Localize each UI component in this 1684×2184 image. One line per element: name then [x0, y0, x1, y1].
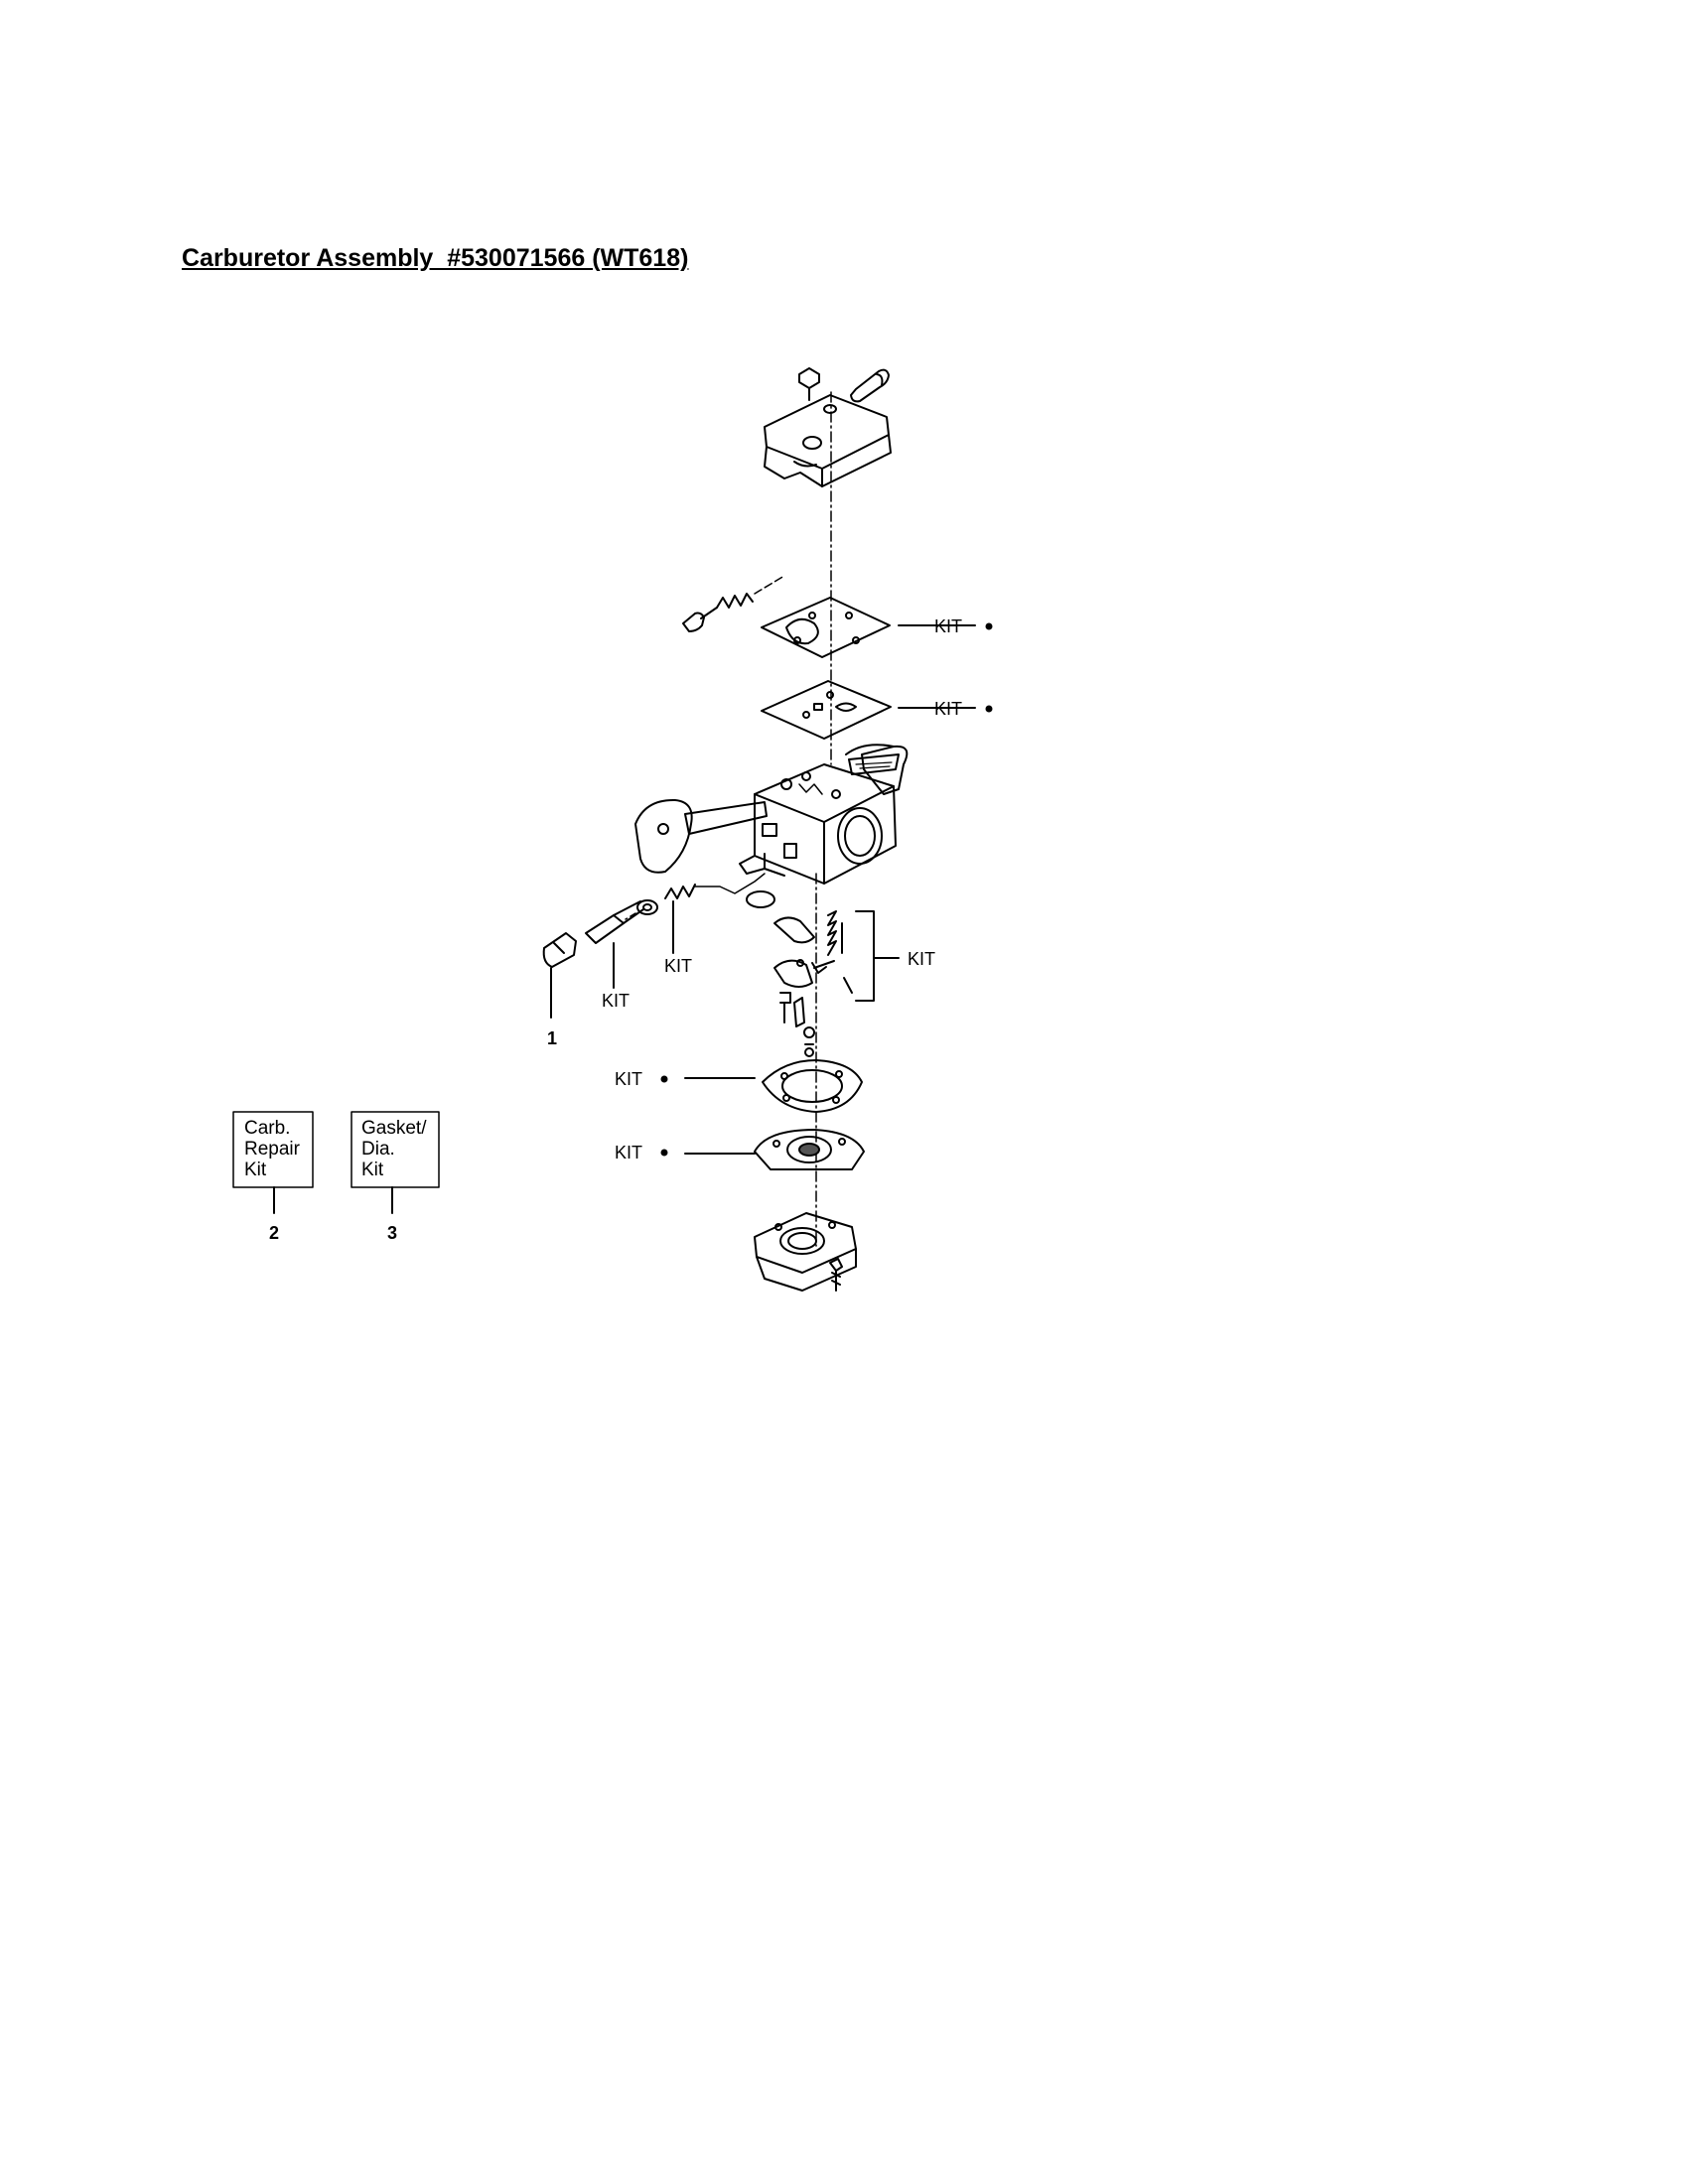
limiter-cap [542, 932, 577, 968]
top-pin [850, 368, 890, 403]
kit-ref-number: 3 [387, 1223, 397, 1243]
mixture-needle [585, 900, 644, 944]
pump-cover [754, 1212, 857, 1292]
item-number-1: 1 [547, 1028, 557, 1048]
inlet-needle [793, 997, 805, 1027]
gasket-1 [761, 597, 891, 658]
kit-ref-number: 2 [269, 1223, 279, 1243]
metering-lever [773, 916, 815, 988]
small-parts [803, 1026, 815, 1057]
bracket-kit-right [855, 910, 875, 1002]
kit-bullets [660, 622, 993, 1157]
kit-label-needle: KIT [602, 991, 630, 1011]
kit-box-line: Kit [244, 1160, 267, 1180]
check-valve [746, 890, 775, 908]
kit-box-line: Repair [244, 1139, 301, 1160]
top-screw [798, 367, 820, 401]
washer [636, 899, 658, 915]
kit-label-top-1: KIT [934, 616, 962, 636]
side-screw [682, 607, 718, 632]
side-spring [716, 593, 754, 609]
metering-cover [764, 394, 892, 487]
kit-box-carb-repair: Carb. Repair Kit 2 [232, 1111, 314, 1243]
kit-box-line: Dia. [361, 1139, 395, 1160]
kit-label-bottom-1: KIT [615, 1069, 642, 1089]
throttle-lever [845, 744, 909, 795]
metering-springs [827, 910, 853, 994]
kit-label-right: KIT [908, 949, 935, 969]
kit-label-bottom-2: KIT [615, 1143, 642, 1162]
kit-label-top-2: KIT [934, 699, 962, 719]
kit-box-line: Kit [361, 1160, 384, 1180]
kit-box-line: Carb. [244, 1118, 290, 1139]
metering-screw [779, 992, 791, 1024]
diaphragm-1 [761, 680, 892, 740]
pivot-pin [811, 960, 835, 974]
carburetor-body [739, 763, 897, 885]
page-title: Carburetor Assembly #530071566 (WT618) [182, 244, 689, 272]
pump-gasket [762, 1059, 863, 1113]
kit-label-spring: KIT [664, 956, 692, 976]
needle-spring [664, 884, 696, 899]
kit-box-gasket-dia: Gasket/ Dia. Kit 3 [351, 1111, 440, 1243]
pump-diaphragm [754, 1129, 865, 1170]
choke-lever [634, 798, 768, 874]
kit-box-line: Gasket/ [361, 1118, 427, 1139]
bottom-screw [829, 1258, 843, 1292]
